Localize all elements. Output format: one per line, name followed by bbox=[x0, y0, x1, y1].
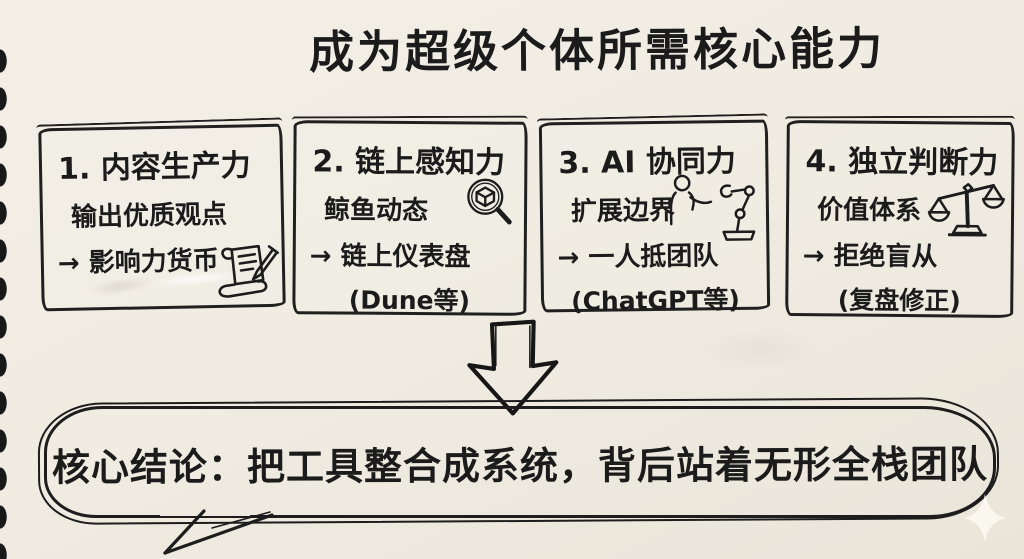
sparkle-icon bbox=[962, 492, 1008, 544]
cube-magnifier-icon bbox=[460, 172, 518, 234]
person-robot-arm-icon bbox=[665, 171, 760, 250]
card-onchain-perception: 2. 链上感知力 鲸鱼动态 → 链上仪表盘 (Dune等) bbox=[292, 120, 528, 316]
conclusion-text: 核心结论：把工具整合成系统，背后站着无形全栈团队 bbox=[51, 441, 989, 490]
card-paren: (Dune等) bbox=[348, 285, 471, 316]
card-content-production: 1. 内容生产力 输出优质观点 → 影响力货币 bbox=[38, 123, 286, 312]
spiral-binding bbox=[0, 42, 12, 559]
scroll-pen-icon bbox=[211, 240, 280, 303]
speech-bubble-tail bbox=[150, 509, 280, 557]
page-title: 成为超级个体所需核心能力 bbox=[308, 21, 886, 80]
paper-smudge bbox=[700, 330, 820, 370]
card-line: 输出优质观点 bbox=[70, 199, 228, 233]
card-paren: (复盘修正) bbox=[837, 285, 961, 316]
card-independent-judgment: 4. 独立判断力 价值体系 → 拒绝盲从 (复盘修正) bbox=[785, 120, 1015, 318]
card-ai-collaboration: 3. AI 协同力 扩展边界 → 一人抵团队 (ChatGPT等) bbox=[538, 119, 771, 316]
card-line: → 链上仪表盘 bbox=[309, 241, 471, 273]
card-title: 1. 内容生产力 bbox=[57, 148, 252, 187]
down-arrow bbox=[458, 317, 562, 419]
balance-scale-icon bbox=[927, 172, 1006, 247]
card-paren: (ChatGPT等) bbox=[571, 284, 741, 317]
conclusion-bubble: 核心结论：把工具整合成系统，背后站着无形全栈团队 bbox=[44, 406, 996, 518]
